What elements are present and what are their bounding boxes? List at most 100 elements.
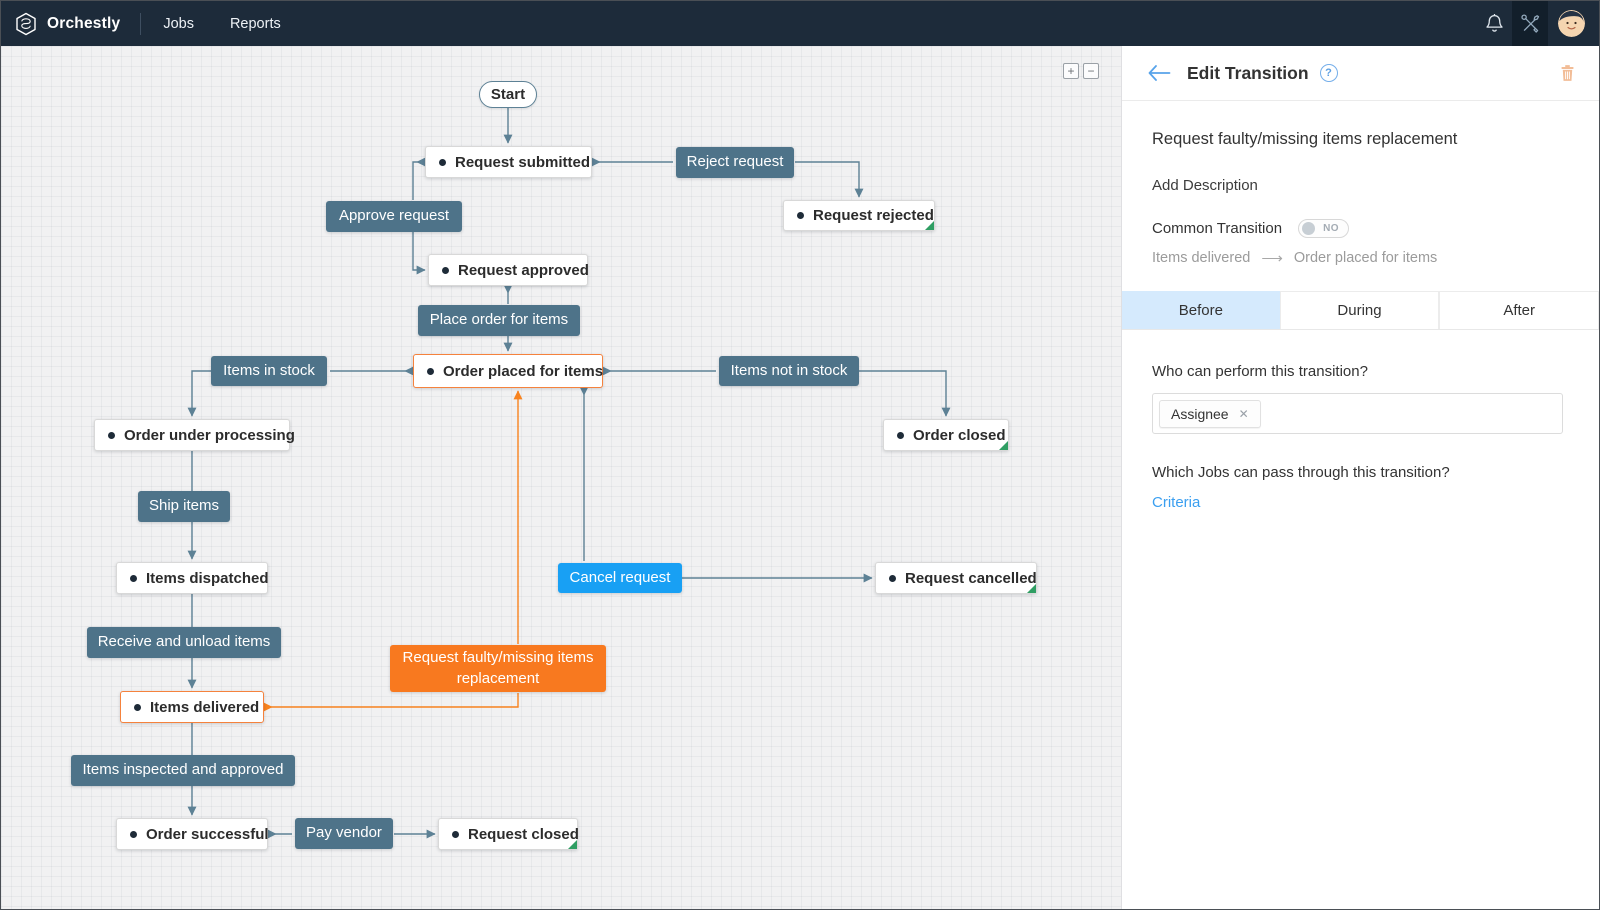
performers-input[interactable]: Assignee ✕	[1152, 393, 1563, 435]
transition-path: Items delivered ⟶ Order placed for items	[1152, 249, 1565, 267]
state-bullet	[427, 367, 434, 375]
tab-after[interactable]: After	[1439, 291, 1599, 330]
notifications-bell-icon[interactable]	[1476, 1, 1512, 46]
nav-item-jobs[interactable]: Jobs	[163, 15, 194, 32]
state-bullet	[452, 830, 459, 838]
node-request-rejected[interactable]: Request rejected	[783, 200, 935, 231]
node-items-inspected-and-approved[interactable]: Items inspected and approved	[71, 755, 295, 786]
nav-item-reports[interactable]: Reports	[229, 15, 281, 32]
node-ship-items[interactable]: Ship items	[138, 491, 230, 522]
brand-name[interactable]: Orchestly	[47, 14, 121, 32]
node-label: Order under processing	[124, 426, 295, 444]
workflow-connectors	[187, 108, 951, 839]
end-state-marker	[999, 441, 1008, 450]
node-label: Items delivered	[150, 698, 260, 716]
state-bullet	[108, 431, 115, 439]
tab-during[interactable]: During	[1279, 291, 1440, 330]
edit-transition-panel: Edit Transition ? Request faulty/missing…	[1121, 46, 1599, 909]
state-bullet	[130, 574, 137, 582]
tools-icon[interactable]	[1512, 1, 1548, 46]
node-label: Receive and unload items	[97, 633, 271, 651]
node-items-dispatched[interactable]: Items dispatched	[116, 562, 269, 594]
common-transition-toggle[interactable]: NO	[1298, 219, 1350, 239]
path-to-state: Order placed for items	[1293, 250, 1438, 267]
node-request-cancelled[interactable]: Request cancelled	[875, 562, 1037, 594]
node-label: Items not in stock	[730, 361, 848, 379]
node-label: Request closed	[468, 825, 579, 843]
top-navbar: Orchestly Jobs Reports	[1, 1, 1599, 46]
node-place-order-for-items[interactable]: Place order for items	[418, 305, 580, 336]
node-label: Items dispatched	[146, 569, 269, 587]
back-arrow-icon[interactable]	[1148, 65, 1171, 81]
node-pay-vendor[interactable]: Pay vendor	[295, 818, 393, 849]
panel-title: Edit Transition	[1187, 62, 1309, 83]
node-label: Approve request	[338, 207, 450, 225]
state-bullet	[439, 158, 446, 166]
common-transition-row: Common Transition NO	[1152, 219, 1565, 239]
before-tab-content: Who can perform this transition? Assigne…	[1122, 330, 1599, 512]
state-bullet	[897, 431, 904, 439]
transition-summary-section: Request faulty/missing items replacement…	[1122, 101, 1599, 291]
criteria-link[interactable]: Criteria	[1152, 494, 1201, 512]
node-request-closed[interactable]: Request closed	[438, 818, 579, 850]
canvas-zoom-controls: + −	[1063, 63, 1099, 79]
path-arrow-icon: ⟶	[1261, 250, 1283, 268]
zoom-out-button[interactable]: −	[1083, 63, 1099, 79]
assignee-chip-label: Assignee	[1171, 405, 1229, 422]
node-label: Order successful	[146, 825, 269, 843]
node-label: Request cancelled	[905, 569, 1037, 587]
node-order-closed[interactable]: Order closed	[883, 419, 1009, 451]
node-items-not-in-stock[interactable]: Items not in stock	[719, 356, 859, 386]
node-order-placed-for-items[interactable]: Order placed for items	[413, 354, 603, 388]
node-reject-request[interactable]: Reject request	[676, 147, 794, 178]
orchestly-logo-icon[interactable]	[15, 12, 37, 36]
node-items-in-stock[interactable]: Items in stock	[211, 356, 327, 386]
node-label: Request rejected	[813, 207, 934, 224]
node-request-faulty-missing-items-replacement[interactable]: Request faulty/missing items replacement	[390, 645, 606, 692]
node-order-under-processing[interactable]: Order under processing	[94, 419, 295, 451]
help-icon[interactable]: ?	[1319, 64, 1338, 82]
panel-header: Edit Transition ?	[1122, 46, 1599, 101]
node-label: Request submitted	[455, 153, 591, 171]
transition-tabs: Before During After	[1122, 291, 1599, 331]
node-label: Cancel request	[569, 568, 671, 586]
add-description-link[interactable]: Add Description	[1152, 177, 1258, 195]
user-avatar[interactable]	[1558, 10, 1585, 37]
node-request-approved[interactable]: Request approved	[428, 254, 589, 286]
main-nav: Jobs Reports	[163, 16, 280, 32]
node-receive-and-unload-items[interactable]: Receive and unload items	[87, 627, 281, 658]
transition-name: Request faulty/missing items replacement	[1152, 130, 1458, 148]
path-from-state: Items delivered	[1152, 250, 1251, 267]
end-state-marker	[1027, 584, 1036, 593]
node-request-submitted[interactable]: Request submitted	[425, 146, 592, 178]
node-label: Start	[490, 86, 526, 103]
node-start[interactable]: Start	[479, 81, 537, 108]
state-bullet	[889, 574, 896, 582]
end-state-marker	[568, 840, 577, 849]
jobs-pass-question: Which Jobs can pass through this transit…	[1152, 464, 1450, 482]
node-label: Items inspected and approved	[82, 761, 284, 779]
navbar-divider	[140, 12, 142, 35]
tab-before[interactable]: Before	[1122, 291, 1280, 330]
toggle-state-label: NO	[1323, 223, 1340, 235]
node-label: Order closed	[913, 426, 1006, 444]
node-label: Items in stock	[223, 361, 315, 379]
zoom-in-button[interactable]: +	[1063, 63, 1079, 79]
node-cancel-request[interactable]: Cancel request	[558, 563, 682, 593]
node-items-delivered[interactable]: Items delivered	[120, 691, 264, 723]
node-label: Pay vendor	[306, 824, 382, 842]
node-label: Order placed for items	[443, 362, 604, 380]
toggle-knob	[1302, 222, 1316, 236]
node-order-successful[interactable]: Order successful	[116, 818, 269, 850]
assignee-chip: Assignee ✕	[1159, 399, 1261, 428]
state-bullet	[134, 703, 141, 711]
delete-transition-trash-icon[interactable]	[1560, 64, 1575, 82]
node-label: Request approved	[458, 261, 589, 279]
node-approve-request[interactable]: Approve request	[326, 201, 462, 232]
state-bullet	[130, 830, 137, 838]
navbar-actions	[1476, 1, 1599, 46]
remove-assignee-icon[interactable]: ✕	[1238, 406, 1249, 421]
node-label: Place order for items	[429, 311, 569, 329]
